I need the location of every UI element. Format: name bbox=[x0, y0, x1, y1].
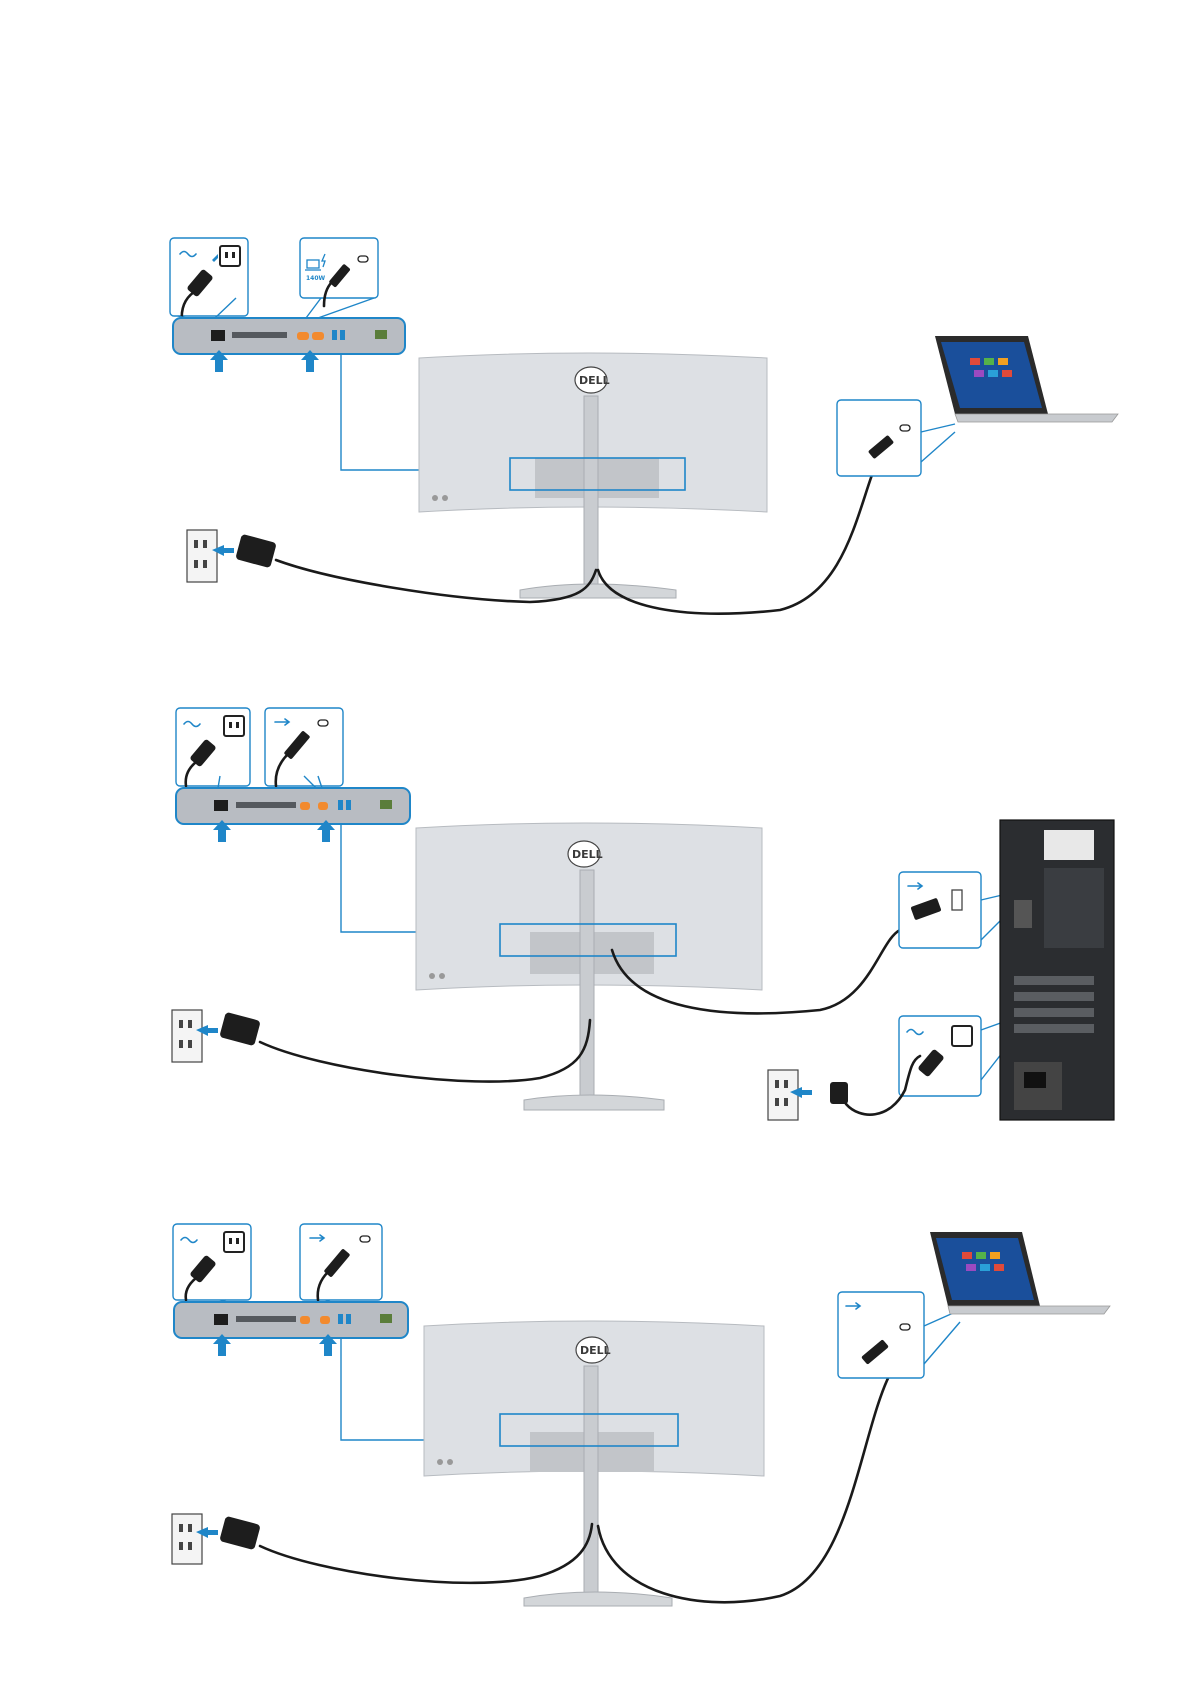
callout-usb bbox=[265, 708, 343, 786]
wall-outlet bbox=[172, 1514, 261, 1564]
callout-desktop-usb bbox=[899, 872, 1015, 948]
usb-c-port-icon bbox=[358, 256, 368, 262]
diagram-laptop-usb-c-power: 140W DELL bbox=[0, 200, 1191, 630]
wattage-label: 140W bbox=[306, 275, 326, 282]
desktop-tower bbox=[1000, 820, 1114, 1120]
laptop-device bbox=[930, 1232, 1110, 1314]
svg-text:DELL: DELL bbox=[572, 848, 603, 861]
wall-outlet bbox=[187, 530, 277, 582]
power-inlet-icon bbox=[220, 246, 240, 266]
monitor-io-panel bbox=[174, 1300, 408, 1356]
callout-power bbox=[170, 238, 248, 322]
callout-usb bbox=[300, 1224, 382, 1300]
callout-power bbox=[173, 1224, 251, 1300]
callout-laptop-usb bbox=[838, 1292, 960, 1378]
diagram-laptop-usb: DELL bbox=[0, 1214, 1191, 1664]
monitor-rear: DELL bbox=[416, 823, 762, 1110]
monitor-rear: DELL bbox=[424, 1321, 764, 1606]
callout-laptop-usb-c bbox=[837, 400, 955, 476]
svg-text:DELL: DELL bbox=[580, 1344, 611, 1357]
callout-power bbox=[176, 708, 250, 786]
diagram-desktop-usb: DELL bbox=[0, 680, 1191, 1140]
monitor-rear: DELL bbox=[419, 353, 767, 598]
wall-outlet bbox=[172, 1010, 261, 1062]
callout-usb-c-140w: 140W bbox=[300, 238, 378, 306]
svg-text:DELL: DELL bbox=[579, 374, 610, 387]
wall-outlet-desktop bbox=[768, 1070, 848, 1120]
laptop-device bbox=[935, 336, 1118, 422]
power-plug-icon bbox=[235, 534, 277, 568]
